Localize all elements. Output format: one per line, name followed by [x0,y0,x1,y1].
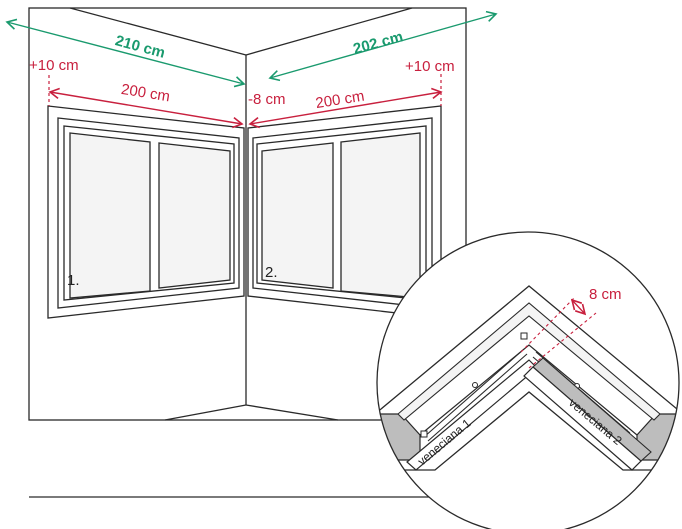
overall-right-dimension-line [268,10,498,82]
right-floor-edge [245,404,339,421]
detail-inner-sill [419,344,638,436]
window-right-dimension-line [248,87,443,129]
detail-window-glass-band [397,302,661,421]
right-window-pane-a [261,142,334,289]
window-left-label: 200 cm [120,81,171,105]
right-window: 2. [247,105,442,319]
overall-left-dimension-line [5,18,246,88]
overall-right-label: 202 cm [351,28,405,58]
detail-top-view: veneciana 1 veneciana 2 8 cm [376,231,680,529]
right-window-number: 2. [265,264,278,281]
detail-bracket-1 [520,332,528,340]
detail-headrail-left [423,348,525,438]
extra-left-label: +10 cm [29,57,79,74]
detail-bracket-2 [420,430,428,438]
detail-pivot-1 [472,382,478,388]
extra-right-label: +10 cm [405,58,455,75]
right-window-pane-b [340,132,421,299]
corner-offset-label: -8 cm [248,91,286,108]
window-left-dimension-line [48,87,244,129]
left-floor-edge [164,404,247,421]
detail-headrail-left-inner [427,353,528,442]
detail-blind-2-slats [523,366,642,471]
dimension-lines [5,10,498,129]
left-window: 1. [47,105,245,319]
detail-circle-border [376,231,680,529]
detail-offset-label: 8 cm [589,286,622,303]
detail-offset-guide-inner [520,296,576,353]
left-window-pane-b [158,142,231,289]
detail-offset-guide-outer [528,312,597,369]
left-window-number: 1. [67,272,80,289]
detail-offset-arrow [570,298,587,316]
room-outline [28,7,467,421]
left-window-pane-a [69,132,151,299]
window-right-label: 200 cm [314,88,365,112]
